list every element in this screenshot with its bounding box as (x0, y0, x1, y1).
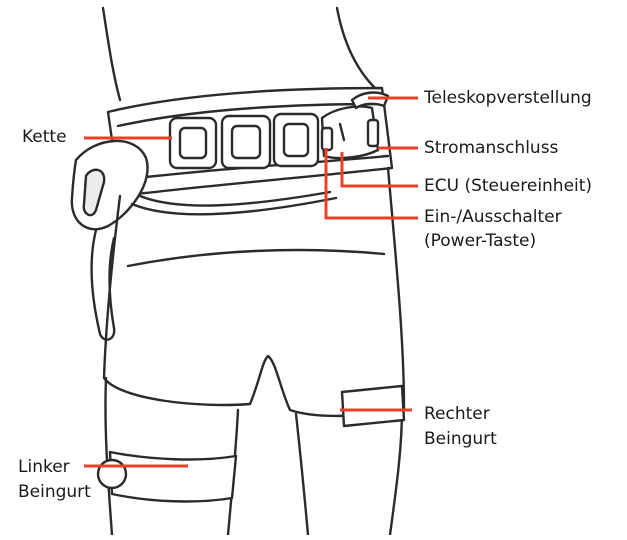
torso-outline (103, 8, 120, 100)
label-left-strap-line2: Beingurt (18, 481, 91, 503)
power-port-shape (368, 120, 378, 146)
shorts-outline (104, 168, 404, 416)
label-telescopic-adjustment: Teleskopverstellung (424, 87, 592, 109)
right-leg-strap (342, 386, 404, 426)
right-leg (296, 414, 308, 535)
torso-outline-right (337, 8, 375, 88)
label-ecu: ECU (Steuereinheit) (424, 175, 592, 197)
label-right-strap-line2: Beingurt (424, 428, 497, 450)
label-right-strap-line1: Rechter (424, 403, 490, 425)
left-leg-strap (110, 452, 236, 501)
power-button-shape (322, 128, 332, 150)
label-chain: Kette (22, 126, 67, 148)
label-left-strap-line1: Linker (18, 456, 70, 478)
label-power-switch-line2: (Power-Taste) (424, 230, 536, 252)
label-power-switch-line1: Ein-/Ausschalter (424, 206, 562, 228)
label-power-port: Stromanschluss (424, 137, 558, 159)
strap-knob (98, 460, 126, 488)
actuator-pod (72, 141, 148, 229)
chain-segments (170, 114, 318, 168)
